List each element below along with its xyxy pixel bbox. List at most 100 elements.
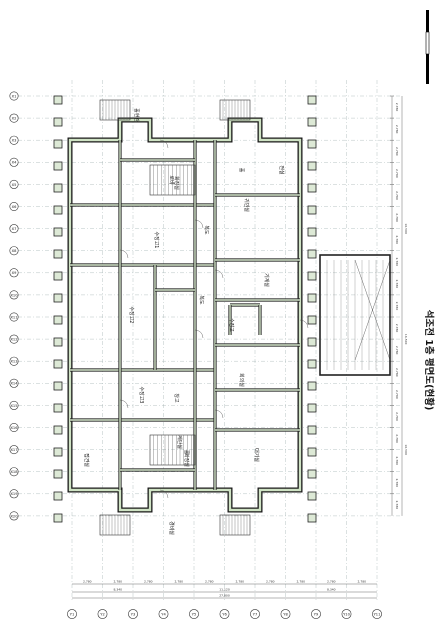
grid-row-bubble bbox=[9, 422, 19, 432]
grid-row-bubble bbox=[9, 378, 19, 388]
column bbox=[307, 381, 317, 391]
grid-row-bubble bbox=[9, 179, 19, 189]
door-swing bbox=[119, 249, 129, 259]
dimension-label-right: 2,780 bbox=[395, 169, 399, 178]
dimension-total-bottom: 11,120 bbox=[219, 588, 230, 592]
drawing-title-block: 석조전 1층 평면도(현황) bbox=[418, 300, 442, 420]
column bbox=[307, 271, 317, 281]
room-label: 귀빈실 bbox=[243, 198, 250, 212]
grid-col-bubble bbox=[280, 609, 291, 619]
grid-row-bubble bbox=[9, 290, 19, 300]
dimension-label-bottom: 2,780 bbox=[235, 580, 244, 584]
grid-row-label: X20 bbox=[10, 514, 18, 518]
grid-row-label: X14 bbox=[10, 382, 18, 386]
dimension-label-right: 2,780 bbox=[395, 434, 399, 443]
door-swing bbox=[119, 399, 129, 409]
room-label: 계단실 bbox=[176, 435, 183, 449]
grid-row-bubble bbox=[9, 202, 19, 212]
room-label: 기계실 bbox=[263, 273, 270, 287]
column bbox=[307, 403, 317, 413]
grid-col-label: Y9 bbox=[314, 612, 319, 616]
east-terrace bbox=[319, 254, 391, 376]
dimension-label-right: 2,780 bbox=[395, 501, 399, 510]
column bbox=[53, 513, 63, 523]
grid-row-label: X19 bbox=[10, 492, 18, 496]
grid-col-label: Y8 bbox=[283, 612, 288, 616]
dimension-total-right: 16,500 bbox=[404, 223, 408, 234]
dimension-total-bottom: 8,340 bbox=[327, 588, 336, 592]
grid-col-bubble bbox=[219, 609, 230, 619]
grid-row-label: X9 bbox=[12, 271, 17, 275]
door-swing bbox=[159, 139, 169, 149]
dimension-grand-total: 27,800 bbox=[219, 594, 230, 598]
grid-row-bubble bbox=[9, 400, 19, 410]
room-label: 복도 bbox=[203, 225, 209, 235]
door-swing bbox=[194, 329, 204, 339]
grid-row-bubble bbox=[9, 113, 19, 123]
column bbox=[307, 227, 317, 237]
room-label: 홀현관 bbox=[133, 108, 140, 122]
door-swing bbox=[214, 409, 224, 419]
dimension-label-right: 2,780 bbox=[395, 346, 399, 355]
dimension-label-right: 2,780 bbox=[395, 257, 399, 266]
grid-row-label: X6 bbox=[12, 205, 17, 209]
dimension-label-bottom: 2,780 bbox=[266, 580, 275, 584]
rooms-layer: 홀현관접견실수장고1수장고2수장고3수장고귀빈실대기실로비홀창고화장실화장실복도… bbox=[83, 108, 285, 535]
room-label: 로비 bbox=[168, 175, 175, 184]
column bbox=[53, 271, 63, 281]
column bbox=[53, 381, 63, 391]
room-label: 경비실 bbox=[168, 521, 175, 535]
dimension-label-right: 2,780 bbox=[395, 191, 399, 200]
grid-row-label: X7 bbox=[12, 227, 17, 231]
column bbox=[307, 117, 317, 127]
room-label: 전실 bbox=[278, 165, 285, 175]
grid-row-bubble bbox=[9, 445, 19, 455]
door-swing bbox=[194, 219, 204, 229]
room-label: 회의실 bbox=[238, 373, 245, 387]
column bbox=[307, 249, 317, 259]
column bbox=[307, 183, 317, 193]
grid-col-bubble bbox=[158, 609, 169, 619]
column bbox=[307, 95, 317, 105]
column bbox=[53, 117, 63, 127]
grid-row-bubble bbox=[9, 356, 19, 366]
grid-col-label: Y1 bbox=[70, 612, 74, 616]
dimension-label-bottom: 2,780 bbox=[144, 580, 153, 584]
dimension-label-right: 2,780 bbox=[395, 103, 399, 112]
grid-col-bubble bbox=[97, 609, 108, 619]
column bbox=[307, 337, 317, 347]
room-label: 홀 bbox=[238, 168, 245, 173]
dimensions-layer: 2,780 2,780 2,780 2,780 2,780 2,780 2,780 2,780… bbox=[72, 95, 408, 599]
room-label: 접견실 bbox=[83, 453, 90, 467]
room-label: 복도 bbox=[198, 295, 204, 305]
column bbox=[307, 491, 317, 501]
column bbox=[53, 227, 63, 237]
grid-col-label: Y7 bbox=[253, 612, 257, 616]
column bbox=[307, 139, 317, 149]
grid-col-bubble bbox=[372, 609, 382, 619]
column bbox=[307, 359, 317, 369]
dimension-label-right: 2,780 bbox=[395, 390, 399, 399]
grid-row-bubble bbox=[9, 489, 19, 499]
column bbox=[307, 161, 317, 171]
column bbox=[307, 425, 317, 435]
column bbox=[53, 403, 63, 413]
column bbox=[53, 315, 63, 325]
dimension-label-right: 2,780 bbox=[395, 302, 399, 311]
grid-row-label: X17 bbox=[10, 448, 17, 452]
room-label: 수장고1 bbox=[153, 232, 160, 249]
exterior-wall-fill bbox=[68, 118, 302, 512]
grid-row-bubble bbox=[9, 91, 19, 101]
grid-row-label: X1 bbox=[12, 94, 17, 98]
grid-row-label: X12 bbox=[10, 338, 17, 342]
column bbox=[53, 95, 63, 105]
column bbox=[53, 469, 63, 479]
room-label: 수장고2 bbox=[128, 307, 135, 324]
grid-row-bubble bbox=[9, 135, 19, 145]
column bbox=[307, 293, 317, 303]
grid-col-bubble bbox=[67, 609, 77, 619]
grid-col-bubble bbox=[250, 609, 260, 619]
column bbox=[307, 315, 317, 325]
dimension-total-right: 16,500 bbox=[404, 444, 408, 455]
dimension-label-right: 2,780 bbox=[395, 324, 399, 333]
